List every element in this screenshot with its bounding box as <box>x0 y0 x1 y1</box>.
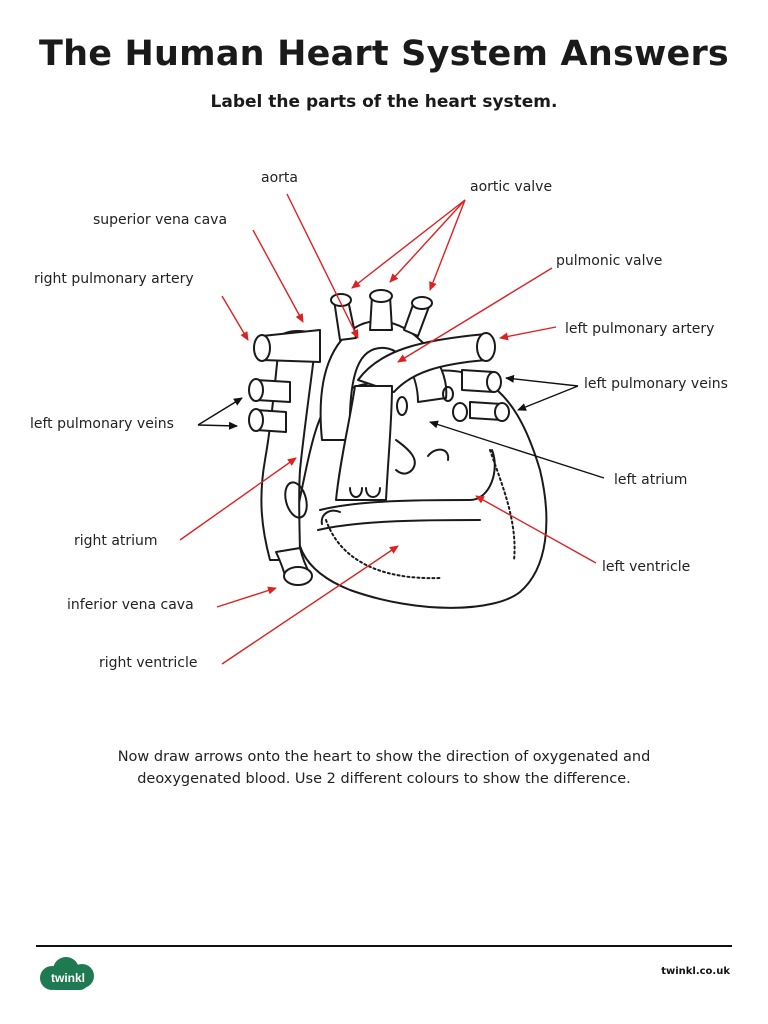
label-left-pulmonary-artery: left pulmonary artery <box>565 321 715 337</box>
label-superior-vena-cava: superior vena cava <box>93 212 228 228</box>
label-pulmonic-valve: pulmonic valve <box>556 253 663 269</box>
label-right-ventricle: right ventricle <box>99 655 198 671</box>
label-aorta: aorta <box>261 170 298 186</box>
page-title: The Human Heart System Answers <box>39 34 729 74</box>
site-url: twinkl.co.uk <box>661 966 730 977</box>
footer-divider <box>36 945 732 947</box>
label-left-atrium: left atrium <box>614 472 688 488</box>
instructions-line-1: Now draw arrows onto the heart to show t… <box>117 749 651 765</box>
page-subtitle: Label the parts of the heart system. <box>210 92 558 112</box>
twinkl-logo: twinkl <box>40 957 94 990</box>
label-left-ventricle: left ventricle <box>602 559 691 575</box>
heart-outline <box>248 289 548 609</box>
label-left-pulmonary-veins-right: left pulmonary veins <box>584 376 728 392</box>
instructions-line-2: deoxygenated blood. Use 2 different colo… <box>137 771 631 787</box>
label-right-atrium: right atrium <box>74 533 158 549</box>
label-inferior-vena-cava: inferior vena cava <box>67 597 194 613</box>
cloud-icon <box>40 957 94 990</box>
label-arrows <box>179 193 605 665</box>
label-aortic-valve: aortic valve <box>470 179 553 195</box>
instructions: Now draw arrows onto the heart to show t… <box>60 746 708 790</box>
label-left-pulmonary-veins-left: left pulmonary veins <box>30 416 174 432</box>
logo-text: twinkl <box>51 971 85 985</box>
label-right-pulmonary-artery: right pulmonary artery <box>34 271 194 287</box>
